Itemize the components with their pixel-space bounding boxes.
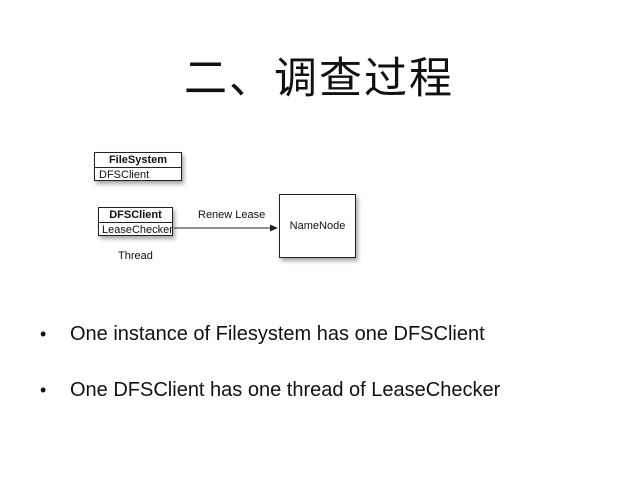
bullet-dot-icon: • [40,324,47,344]
filesystem-box-header: FileSystem [95,153,181,168]
filesystem-box: FileSystem DFSClient [94,152,182,181]
dfsclient-box-header: DFSClient [99,208,172,223]
thread-label: Thread [118,250,153,262]
arrow-label: Renew Lease [198,209,266,221]
bullet-item: • One DFSClient has one thread of LeaseC… [40,376,630,432]
bullet-text: One instance of Filesystem has one DFSCl… [70,323,485,345]
bullet-item: • One instance of Filesystem has one DFS… [40,320,630,376]
renew-lease-arrow [174,224,278,232]
bullet-dot-icon: • [40,380,47,400]
architecture-diagram: FileSystem DFSClient DFSClient LeaseChec… [94,152,356,262]
filesystem-box-body: DFSClient [99,169,150,181]
slide-title: 二、调查过程 [184,54,454,104]
dfsclient-box-body: LeaseChecker [102,224,173,236]
bullet-text: One DFSClient has one thread of LeaseChe… [70,379,501,401]
namenode-label: NameNode [289,220,346,232]
dfsclient-box: DFSClient LeaseChecker [98,207,173,236]
bullet-list: • One instance of Filesystem has one DFS… [40,320,630,432]
namenode-box: NameNode [279,194,356,258]
